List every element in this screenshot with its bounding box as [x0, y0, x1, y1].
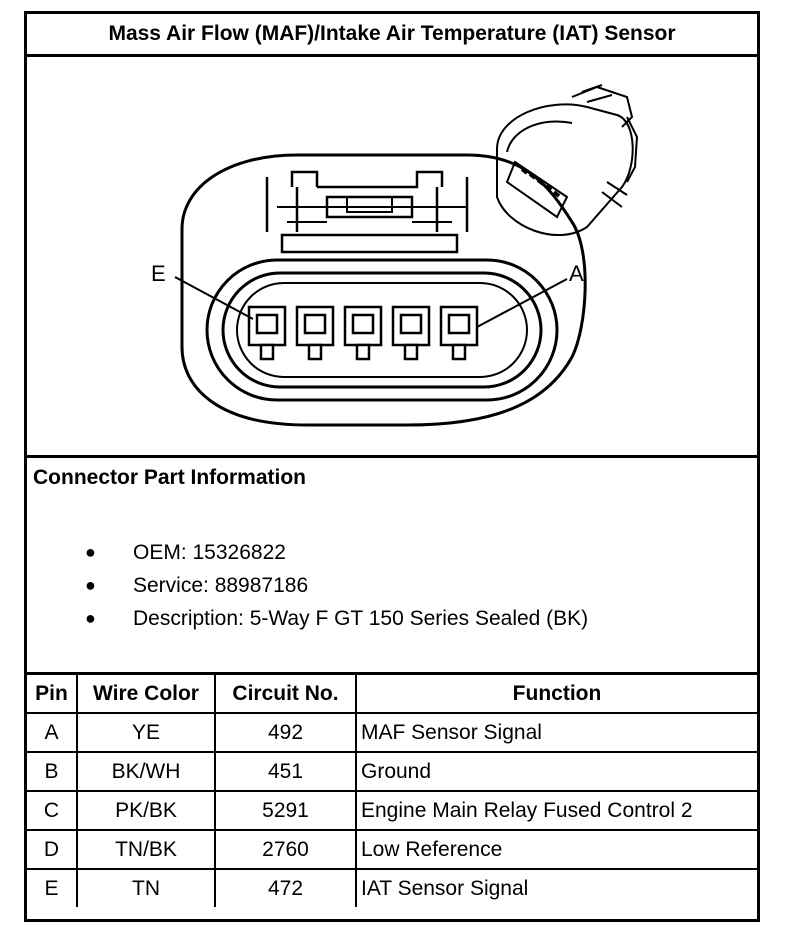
function-cell: MAF Sensor Signal: [355, 712, 757, 753]
table-row: E TN 472 IAT Sensor Signal: [27, 868, 757, 907]
pin-e-leader: [174, 276, 254, 320]
pin-cavity-e: [247, 305, 287, 361]
table-row: D TN/BK 2760 Low Reference: [27, 829, 757, 870]
sheet-title: Mass Air Flow (MAF)/Intake Air Temperatu…: [27, 14, 757, 57]
connector-face-drawing: E A: [151, 84, 639, 427]
col-header-pin: Pin: [27, 675, 78, 714]
wire-color-cell: BK/WH: [76, 751, 216, 792]
part-info-list: ● OEM: 15326822 ● Service: 88987186 ● Descr…: [85, 536, 588, 635]
circuit-cell: 451: [214, 751, 357, 792]
pin-cell: C: [27, 790, 78, 831]
connector-diagram: E A: [27, 57, 757, 458]
oem-part-number: OEM: 15326822: [133, 541, 286, 564]
function-cell: Engine Main Relay Fused Control 2: [355, 790, 757, 831]
circuit-cell: 492: [214, 712, 357, 753]
col-header-circuit: Circuit No.: [214, 675, 357, 714]
connector-description: Description: 5-Way F GT 150 Series Seale…: [133, 607, 589, 630]
pin-cavity-d: [295, 305, 335, 361]
pin-cell: B: [27, 751, 78, 792]
wire-color-cell: PK/BK: [76, 790, 216, 831]
table-row: A YE 492 MAF Sensor Signal: [27, 712, 757, 753]
table-row: C PK/BK 5291 Engine Main Relay Fused Con…: [27, 790, 757, 831]
connector-seal-outer: [205, 258, 559, 402]
pin-cavity-c: [343, 305, 383, 361]
pin-cell: E: [27, 868, 78, 907]
pin-label-a: A: [569, 261, 584, 286]
bullet-icon: ●: [85, 542, 96, 562]
function-cell: Low Reference: [355, 829, 757, 870]
table-row: B BK/WH 451 Ground: [27, 751, 757, 792]
wire-color-cell: TN: [76, 868, 216, 907]
table-header-row: Pin Wire Color Circuit No. Function: [27, 675, 757, 714]
connector-seal-inner: [221, 271, 543, 389]
list-item: ● Service: 88987186: [85, 569, 588, 602]
bullet-icon: ●: [85, 575, 96, 595]
info-heading: Connector Part Information: [33, 466, 307, 489]
pin-label-e: E: [151, 261, 166, 286]
list-item: ● OEM: 15326822: [85, 536, 588, 569]
service-part-number: Service: 88987186: [133, 574, 309, 597]
connector-sheet: Mass Air Flow (MAF)/Intake Air Temperatu…: [24, 11, 760, 922]
pin-cell: A: [27, 712, 78, 753]
list-item: ● Description: 5-Way F GT 150 Series Seal…: [85, 602, 588, 635]
circuit-cell: 5291: [214, 790, 357, 831]
pin-cavity-a: [439, 305, 479, 361]
wire-color-cell: TN/BK: [76, 829, 216, 870]
connector-3d-view: [496, 84, 639, 236]
wire-color-cell: YE: [76, 712, 216, 753]
function-cell: IAT Sensor Signal: [355, 868, 757, 907]
circuit-cell: 2760: [214, 829, 357, 870]
connector-part-info: Connector Part Information ● OEM: 1532682…: [27, 458, 757, 675]
connector-latch: [265, 177, 469, 232]
bullet-icon: ●: [85, 608, 96, 628]
function-cell: Ground: [355, 751, 757, 792]
circuit-cell: 472: [214, 868, 357, 907]
col-header-function: Function: [355, 675, 757, 714]
col-header-wire-color: Wire Color: [76, 675, 216, 714]
connector-outer-shell: [180, 153, 587, 427]
pin-a-leader: [476, 278, 568, 328]
pin-cell: D: [27, 829, 78, 870]
pin-cavity-b: [391, 305, 431, 361]
pinout-table: Pin Wire Color Circuit No. Function A YE…: [27, 675, 757, 907]
